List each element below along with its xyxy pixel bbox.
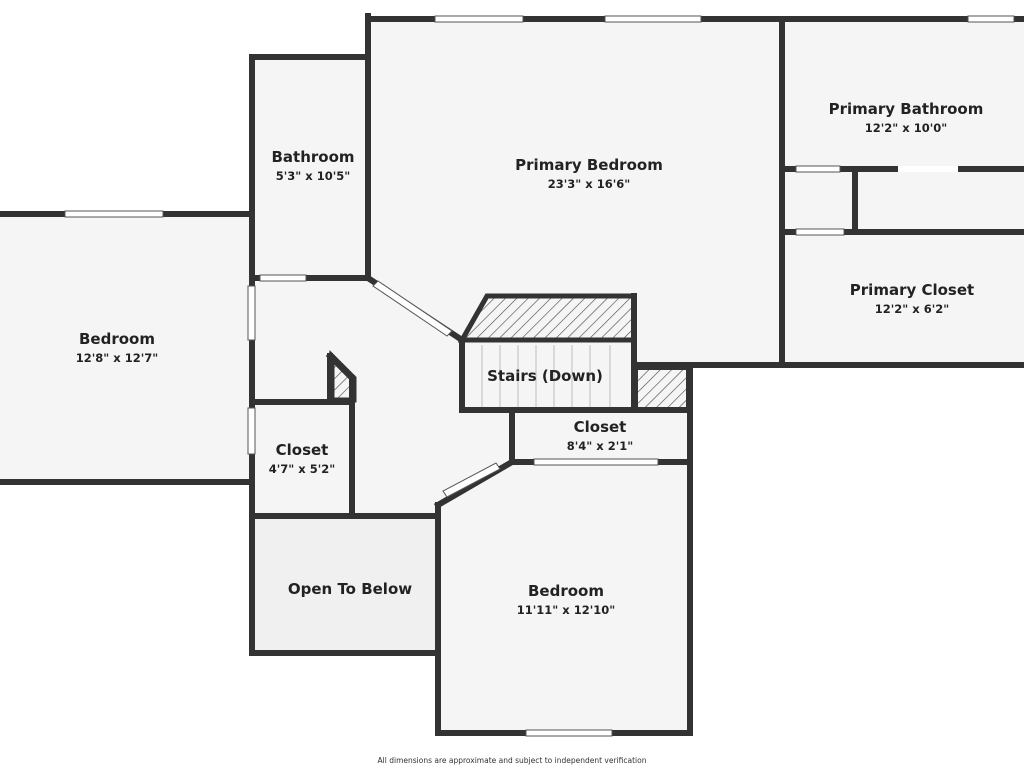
floor-primary-bathroom — [785, 19, 1024, 169]
floor-bedroom-west — [0, 214, 250, 482]
dims-primary-closet: 12'2" x 6'2" — [875, 302, 949, 316]
door-diagonal-north — [372, 280, 453, 337]
floor-closet-hall — [512, 410, 690, 462]
label-bedroom-south: Bedroom — [528, 582, 604, 600]
label-primary-closet: Primary Closet — [850, 281, 974, 299]
gap-primary-bathroom-wall — [898, 166, 958, 172]
room-labels: Primary Bedroom 23'3" x 16'6" Primary Ba… — [76, 100, 984, 765]
dims-bedroom-south: 11'11" x 12'10" — [517, 603, 615, 617]
dims-primary-bathroom: 12'2" x 10'0" — [865, 121, 947, 135]
floor-closet-small — [252, 402, 352, 516]
stairs-treads-area — [462, 343, 634, 410]
label-primary-bedroom: Primary Bedroom — [515, 156, 663, 174]
dims-bathroom: 5'3" x 10'5" — [276, 169, 350, 183]
label-closet-small: Closet — [276, 441, 329, 459]
dims-bedroom-west: 12'8" x 12'7" — [76, 351, 158, 365]
floor-primary-closet — [785, 232, 1024, 365]
footer-disclaimer: All dimensions are approximate and subje… — [378, 756, 647, 765]
floor-primary-hall — [785, 169, 1024, 232]
label-open-to-below: Open To Below — [288, 580, 412, 598]
door-diagonal-south — [442, 462, 501, 498]
floor-open-to-below — [252, 516, 438, 653]
window-north-3 — [967, 15, 1015, 23]
door-closet-hall — [533, 458, 659, 466]
floor-bathroom — [252, 57, 368, 278]
door-primary-bathroom — [795, 165, 841, 173]
stairs-hatch-top — [457, 293, 637, 343]
label-stairs: Stairs (Down) — [487, 367, 603, 385]
label-bathroom: Bathroom — [271, 148, 354, 166]
dims-closet-hall: 8'4" x 2'1" — [567, 439, 633, 453]
stairs-hatch-right — [634, 366, 690, 412]
label-bedroom-west: Bedroom — [79, 330, 155, 348]
door-closet-small — [247, 407, 256, 455]
door-primary-closet — [795, 228, 845, 236]
dims-closet-small: 4'7" x 5'2" — [269, 462, 335, 476]
label-primary-bathroom: Primary Bathroom — [829, 100, 984, 118]
window-south-bedroom — [525, 729, 613, 737]
dims-primary-bedroom: 23'3" x 16'6" — [548, 177, 630, 191]
openings — [64, 15, 1015, 737]
window-west-bedroom — [64, 210, 164, 218]
label-closet-hall: Closet — [574, 418, 627, 436]
floors — [0, 19, 1024, 733]
window-north-1 — [434, 15, 524, 23]
door-bathroom — [259, 274, 307, 282]
stair-treads — [481, 345, 611, 408]
window-north-2 — [604, 15, 702, 23]
door-west-bedroom — [247, 285, 256, 341]
floor-bedroom-south — [438, 462, 690, 733]
